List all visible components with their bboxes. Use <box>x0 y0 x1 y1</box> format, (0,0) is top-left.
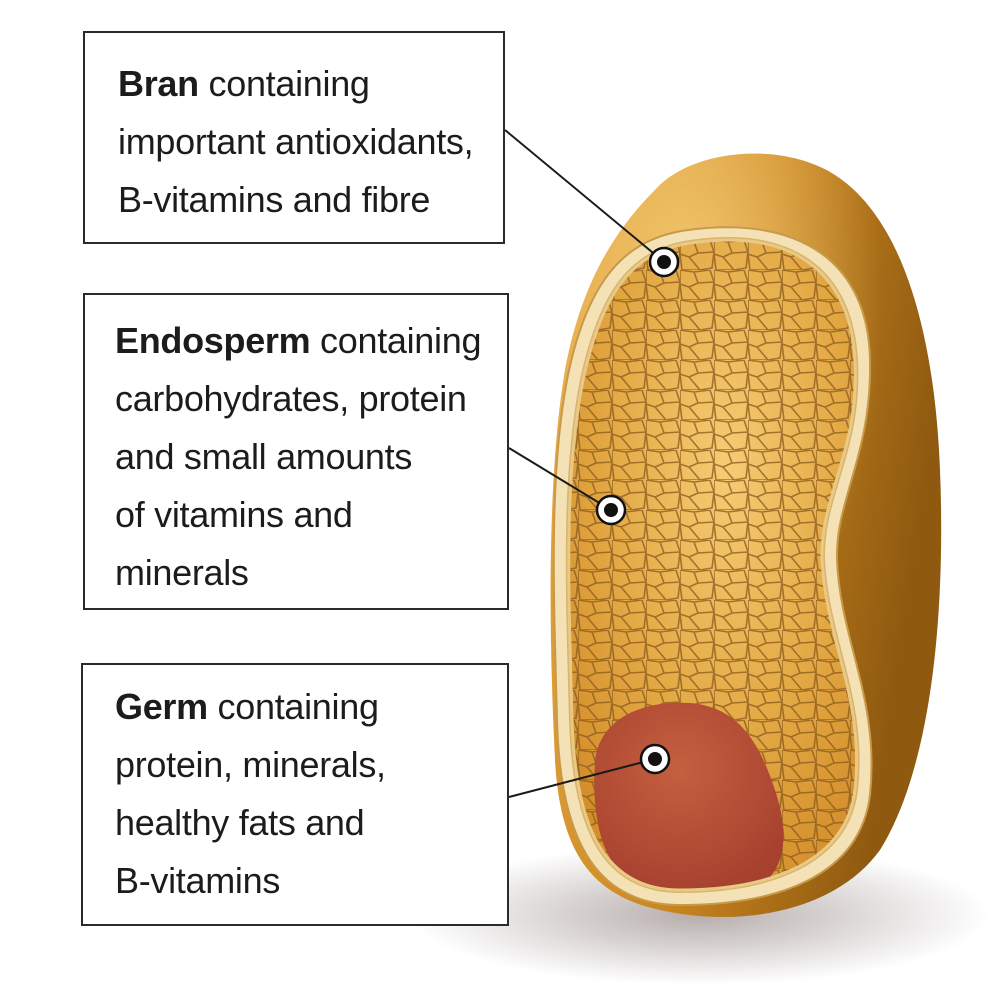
germ-marker <box>641 745 669 773</box>
endosperm-description-line: carbohydrates, protein <box>115 370 507 428</box>
bran-leader-line <box>505 130 664 262</box>
endosperm-description-line: and small amounts <box>115 428 507 486</box>
germ-description-line: containing <box>218 686 379 727</box>
germ-description-line: B-vitamins <box>115 852 507 910</box>
germ-label-box: Germ containing protein, minerals, healt… <box>81 663 509 926</box>
germ-description-line: healthy fats and <box>115 794 507 852</box>
endosperm-description-line: minerals <box>115 544 507 602</box>
germ-label-line-1: Germ containing <box>115 678 507 736</box>
germ-description-line: protein, minerals, <box>115 736 507 794</box>
endosperm-description-line: containing <box>320 320 481 361</box>
germ-term: Germ <box>115 686 208 727</box>
bran-label-box: Bran containing important antioxidants, … <box>83 31 505 244</box>
bran-description-line: important antioxidants, <box>118 113 503 171</box>
bran-marker <box>650 248 678 276</box>
endosperm-label-line-1: Endosperm containing <box>115 312 507 370</box>
endosperm-term: Endosperm <box>115 320 310 361</box>
bran-description-line: B-vitamins and fibre <box>118 171 503 229</box>
endosperm-label-box: Endosperm containing carbohydrates, prot… <box>83 293 509 610</box>
endosperm-description-line: of vitamins and <box>115 486 507 544</box>
endosperm-marker <box>597 496 625 524</box>
bran-term: Bran <box>118 63 199 104</box>
bran-description-line: containing <box>209 63 370 104</box>
bran-label-line-1: Bran containing <box>118 55 503 113</box>
